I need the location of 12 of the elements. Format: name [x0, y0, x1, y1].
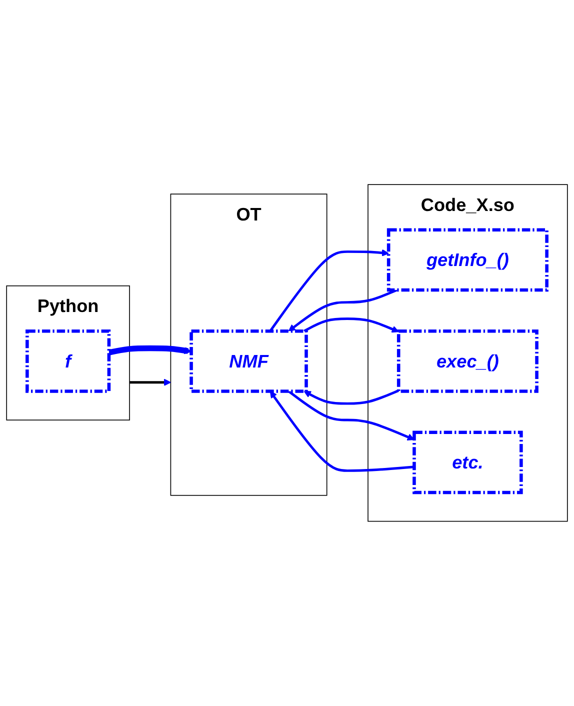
arrow	[288, 390, 415, 441]
node-box: exec_()	[396, 330, 538, 393]
node-box: f	[26, 330, 111, 393]
arrow	[304, 389, 400, 405]
node-box: etc.	[412, 430, 523, 494]
node-box: NMF	[190, 330, 308, 393]
arrow	[130, 378, 172, 386]
arrow	[269, 249, 389, 332]
node-box: getInfo_()	[386, 228, 548, 292]
arrow	[304, 318, 399, 333]
arrow	[270, 390, 414, 472]
arrow	[108, 345, 192, 356]
